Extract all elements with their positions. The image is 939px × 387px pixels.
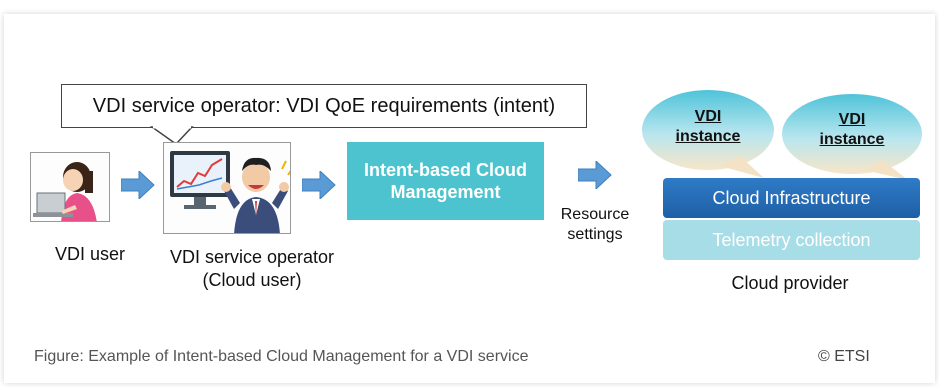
telemetry-collection-layer: Telemetry collection [663, 220, 920, 260]
operator-label-line1: VDI service operator [169, 247, 335, 267]
vdi-instance-1-label: VDI instance [668, 107, 748, 147]
intent-callout: VDI service operator: VDI QoE requiremen… [61, 84, 587, 128]
vdi-instance-2-line1: VDI [838, 111, 866, 128]
callout-text: VDI service operator: VDI QoE requiremen… [92, 94, 556, 117]
icm-line1: Intent-based Cloud [364, 160, 527, 180]
operator-label-line2: (Cloud user) [202, 270, 302, 290]
resource-settings-label: Resource settings [555, 205, 635, 245]
vdi-user-illustration [30, 152, 110, 222]
operator-with-monitor-icon [164, 143, 290, 233]
flow-arrow-1 [121, 171, 155, 199]
person-at-laptop-icon [31, 153, 109, 221]
figure-caption: Figure: Example of Intent-based Cloud Ma… [34, 348, 529, 365]
vdi-instance-2-line2: instance [819, 131, 885, 148]
vdi-instance-bubbles [642, 90, 922, 180]
vdi-user-label: VDI user [54, 244, 126, 264]
flow-arrow-3 [578, 161, 612, 189]
vdi-instance-bubble-2 [782, 94, 922, 180]
cloud-infrastructure-layer: Cloud Infrastructure [663, 178, 920, 218]
vdi-instance-bubble-1 [642, 90, 774, 178]
operator-label: VDI service operator (Cloud user) [152, 246, 352, 292]
callout-tail [150, 126, 194, 145]
icm-line2: Management [390, 182, 501, 202]
cloud-provider-label: Cloud provider [731, 273, 849, 293]
vdi-instance-1-line1: VDI [694, 108, 722, 125]
intent-based-cloud-management-box: Intent-based Cloud Management [347, 142, 544, 220]
flow-arrow-2 [302, 171, 336, 199]
resource-line1: Resource [560, 206, 630, 223]
operator-illustration [163, 142, 291, 234]
vdi-instance-1-line2: instance [675, 128, 741, 145]
vdi-instance-2-label: VDI instance [810, 110, 894, 150]
resource-line2: settings [567, 226, 623, 243]
copyright-notice: © ETSI [818, 348, 870, 365]
